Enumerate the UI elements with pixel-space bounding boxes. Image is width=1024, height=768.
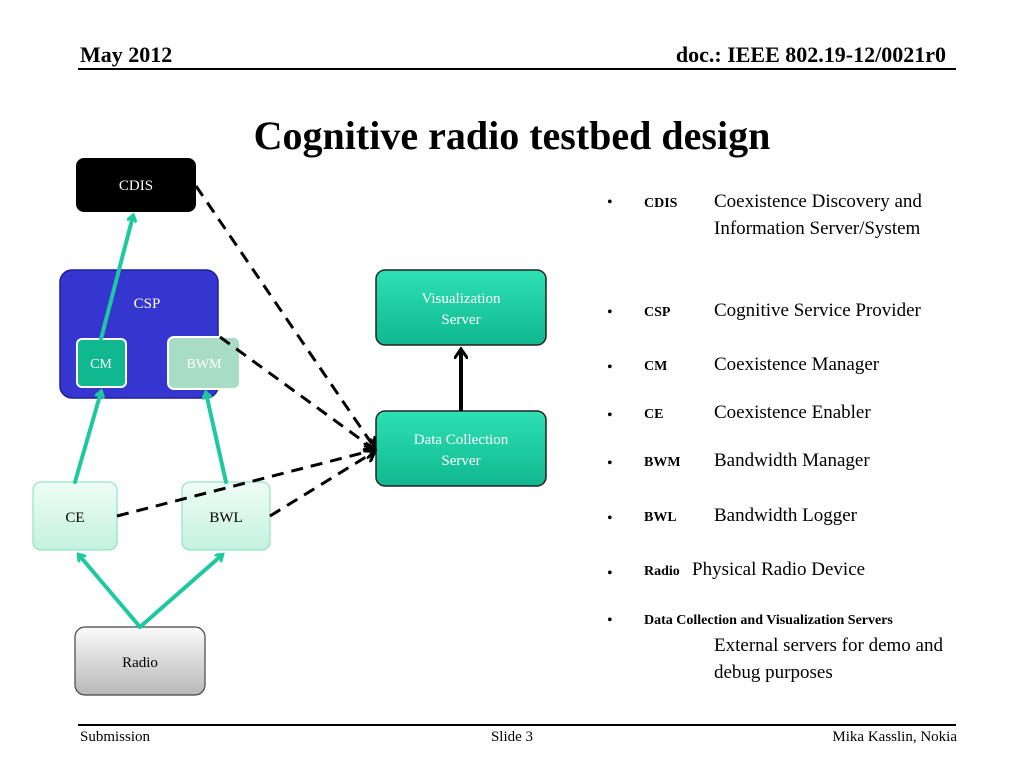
footer-submission: Submission	[80, 729, 151, 745]
slide-title: Cognitive radio testbed design	[253, 113, 771, 158]
footer-rule	[78, 724, 956, 726]
edge-radio-to-ce	[79, 555, 142, 629]
node-datacollection-label-1: Data Collection	[414, 432, 509, 448]
node-visualization-label-2: Server	[441, 312, 480, 328]
edge-bwl-to-datacollection	[269, 452, 374, 518]
node-ce: CE	[32, 481, 118, 551]
node-cdis: CDIS	[76, 158, 196, 212]
node-radio-label: Radio	[122, 655, 158, 671]
edge-radio-to-bwl	[138, 555, 222, 629]
node-radio: Radio	[74, 626, 206, 696]
header-doc-number: doc.: IEEE 802.19-12/0021r0	[675, 42, 946, 67]
node-cm: CM	[76, 338, 127, 388]
edge-ce-to-cm	[73, 392, 101, 484]
node-bwm: BWM	[167, 336, 241, 390]
edge-ce-to-datacollection	[116, 450, 374, 518]
header-rule	[78, 68, 956, 70]
node-bwl: BWL	[181, 481, 271, 551]
node-data-collection-server: Data Collection Server	[375, 410, 547, 487]
edge-cm-to-cdis	[99, 216, 133, 341]
node-bwm-label: BWM	[187, 357, 223, 372]
footer-author: Mika Kasslin, Nokia	[832, 729, 957, 745]
node-datacollection-label-2: Server	[441, 453, 480, 469]
node-visualization-server: Visualization Server	[375, 269, 547, 346]
footer-slide-number: Slide 3	[490, 729, 534, 745]
node-bwl-label: BWL	[209, 510, 242, 526]
node-cm-label: CM	[90, 357, 112, 372]
edge-bwl-to-bwm	[206, 393, 228, 484]
node-ce-label: CE	[65, 510, 84, 526]
node-cdis-label: CDIS	[119, 178, 153, 194]
edge-bwm-to-datacollection	[219, 335, 374, 449]
node-visualization-label-1: Visualization	[421, 291, 501, 307]
header-date: May 2012	[80, 42, 173, 67]
edge-cdis-to-datacollection	[194, 185, 374, 447]
node-csp-label: CSP	[134, 296, 161, 312]
